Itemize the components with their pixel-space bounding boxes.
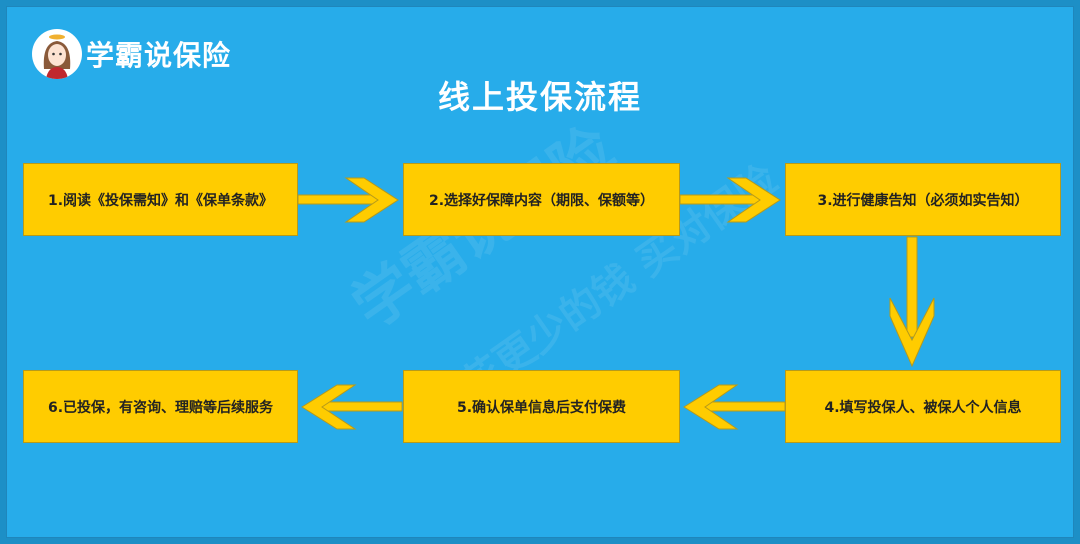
step-2-box: 2.选择好保障内容（期限、保额等） — [403, 163, 680, 236]
arrow-left-5-6 — [301, 384, 403, 430]
brand-logo — [32, 29, 82, 79]
page-title: 线上投保流程 — [437, 78, 642, 116]
step-5-box: 5.确认保单信息后支付保费 — [403, 370, 680, 443]
arrow-right-1-2 — [297, 177, 399, 223]
step-4-box: 4.填写投保人、被保人个人信息 — [785, 370, 1061, 443]
girl-avatar-icon — [43, 34, 71, 79]
brand-name: 学霸说保险 — [86, 39, 232, 72]
step-3-box: 3.进行健康告知（必须如实告知） — [785, 163, 1061, 236]
arrow-left-4-5 — [683, 384, 786, 430]
step-6-box: 6.已投保，有咨询、理赔等后续服务 — [23, 370, 298, 443]
arrow-right-2-3 — [679, 177, 781, 223]
step-1-box: 1.阅读《投保需知》和《保单条款》 — [23, 163, 298, 236]
arrow-down-3-4 — [889, 236, 935, 368]
canvas — [6, 6, 1074, 538]
